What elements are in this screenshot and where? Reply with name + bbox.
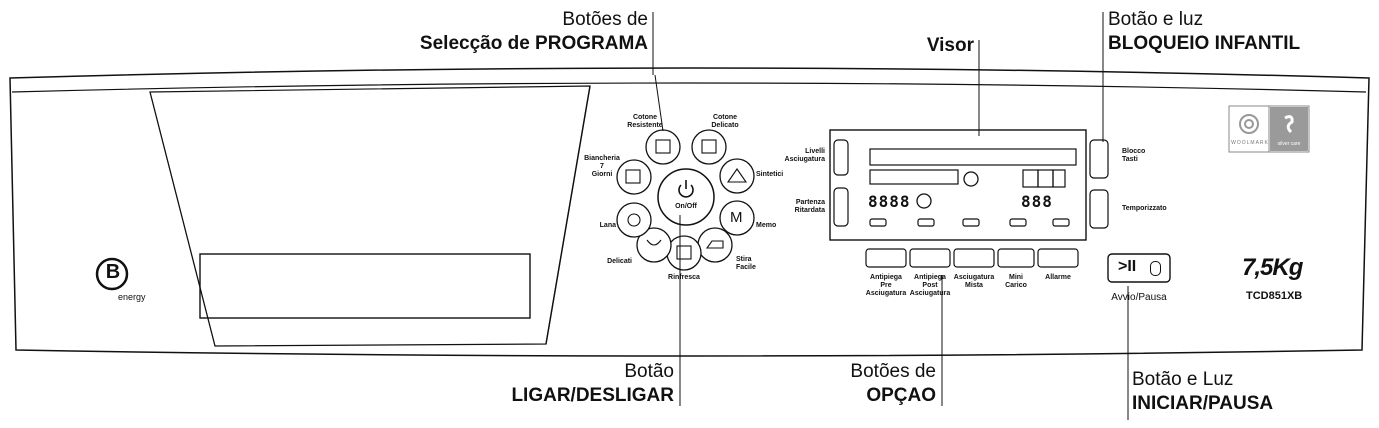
callout-ligar-line1: Botão [624, 361, 674, 382]
program-cotone-resistente: Cotone Resistente [627, 114, 663, 129]
option-allarme: Allarme [1045, 274, 1071, 281]
callout-bloqueio: Botão e luz BLOQUEIO INFANTIL [1108, 8, 1376, 56]
callout-programa: Botões de Selecção de PROGRAMA [260, 8, 648, 56]
program-lana: Lana [599, 222, 616, 229]
program-rinfresca: Rinfresca [668, 274, 700, 281]
display-label-livelli: Livelli Asciugatura [784, 148, 825, 163]
panel-top-edge [11, 82, 1367, 93]
callout-iniciar-line2: INICIAR/PAUSA [1132, 393, 1274, 414]
display-frame [829, 129, 1087, 241]
display-bar-top [869, 148, 1077, 166]
energy-letter: B [105, 261, 121, 283]
silver-care-text: silver care [1277, 141, 1301, 147]
callout-programa-line1: Botões de [562, 9, 648, 30]
temporizzato-button [1089, 189, 1109, 229]
energy-label: energy [118, 292, 146, 302]
display-level-segments [1022, 169, 1066, 188]
display-label-temporizzato: Temporizzato [1122, 205, 1167, 212]
option-mini-carico: Mini Carico [1005, 274, 1027, 289]
callout-ligar: Botão LIGAR/DESLIGAR [380, 360, 674, 408]
woolmark-text: WOOLMARK [1231, 140, 1269, 146]
callout-visor-line1: Visor [926, 35, 974, 56]
display-label-partenza: Partenza Ritardata [794, 199, 825, 214]
display-bar-mid [869, 169, 959, 185]
capacity-label: 7,5Kg [1242, 254, 1303, 281]
energy-badge [95, 257, 129, 291]
option-asciugatura-mista: Asciugatura Mista [953, 274, 995, 289]
program-memo: Memo [756, 222, 777, 229]
callout-opcao-line1: Botões de [850, 361, 936, 382]
start-pause-symbol: >II [1118, 258, 1137, 275]
program-biancheria: Biancheria 7 Giorni [584, 155, 620, 178]
callout-visor: Visor [870, 34, 974, 58]
memo-m-label: M [730, 209, 743, 226]
option-buttons [865, 248, 1079, 268]
start-pause-label: Avvio/Pausa [1111, 292, 1167, 303]
callout-bloqueio-line2: BLOQUEIO INFANTIL [1108, 33, 1301, 54]
callout-iniciar: Botão e Luz INICIAR/PAUSA [1132, 368, 1372, 416]
blocco-tasti-button [1089, 139, 1109, 179]
model-label: TCD851XB [1246, 290, 1303, 302]
display-label-blocco: Blocco Tasti [1122, 148, 1146, 163]
display-digits-left: 8888 [868, 192, 911, 211]
program-sintetici: Sintetici [756, 171, 784, 178]
display-indicators [869, 218, 1070, 227]
callout-ligar-line2: LIGAR/DESLIGAR [511, 385, 674, 406]
callout-opcao: Botões de OPÇAO [760, 360, 936, 408]
callout-iniciar-line1: Botão e Luz [1132, 369, 1234, 390]
display-digits-right: 888 [1021, 192, 1053, 211]
program-stira-facile: Stira Facile [736, 256, 756, 271]
start-pause-icon [1150, 261, 1161, 276]
callout-opcao-line2: OPÇAO [866, 385, 936, 406]
program-cotone-delicato: Cotone Delicato [711, 114, 739, 129]
option-antipiega-pre: Antipiega Pre Asciugatura [865, 274, 907, 297]
callout-programa-line2: Selecção de PROGRAMA [419, 33, 648, 54]
callout-bloqueio-line1: Botão e luz [1108, 9, 1204, 30]
drawer-slot [199, 253, 531, 319]
program-delicati: Delicati [607, 258, 632, 265]
on-off-label: On/Off [675, 203, 697, 210]
option-antipiega-post: Antipiega Post Asciugatura [909, 274, 951, 297]
